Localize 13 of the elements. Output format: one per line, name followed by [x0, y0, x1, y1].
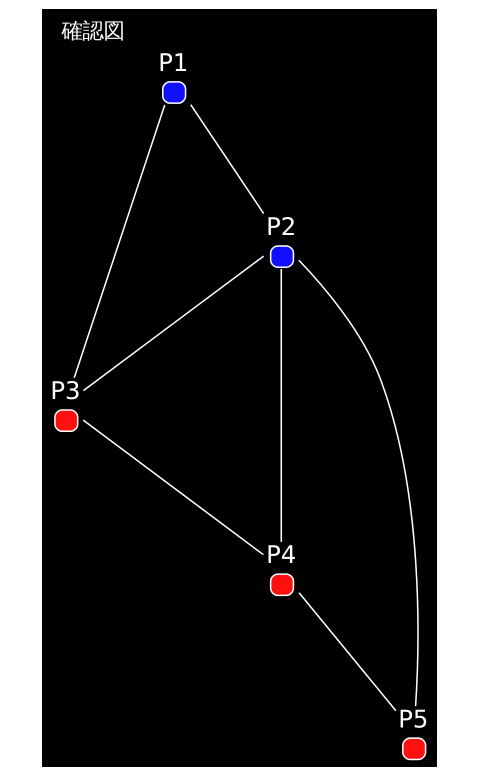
- connector: [82, 420, 264, 556]
- node-label: P4: [266, 540, 296, 570]
- node-label: P1: [158, 48, 188, 77]
- connector: [74, 104, 166, 378]
- node-label: P3: [50, 376, 80, 406]
- connector: [190, 104, 264, 214]
- node-label: P2: [266, 212, 296, 242]
- connector: [280, 268, 282, 542]
- connector: [298, 592, 396, 712]
- diagram-title: 確認図: [61, 19, 124, 44]
- node-label: P5: [398, 704, 428, 734]
- connector: [298, 260, 419, 706]
- connector: [82, 255, 264, 392]
